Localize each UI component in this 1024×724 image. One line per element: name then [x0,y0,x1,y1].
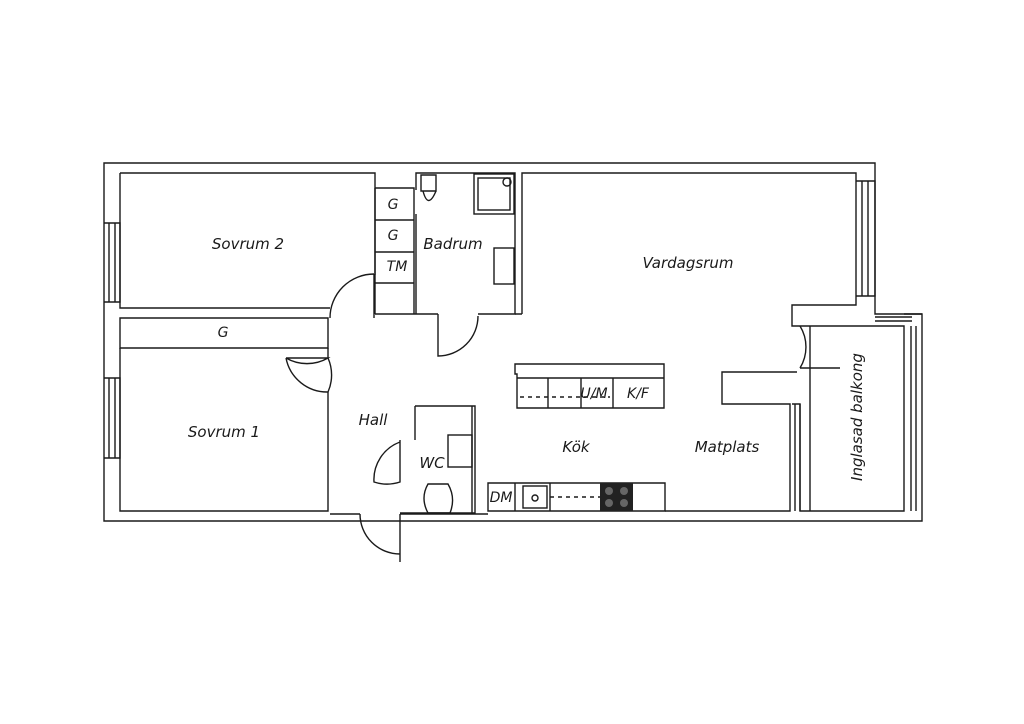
hall-walls [330,325,905,515]
stove-icon [600,483,633,511]
room-label-hall: Hall [358,411,388,429]
fixture-label-g2: G [387,228,399,244]
fixture-label-g1: G [387,197,399,213]
toilet-icon [420,174,454,514]
kitchen-island [514,363,665,409]
vardagsrum-walls [515,172,857,327]
fixture-label-g3: G [217,325,229,341]
room-label-badrum: Badrum [423,235,483,253]
room-label-vardagsrum: Vardagsrum [642,254,734,272]
shower-icon [473,173,515,215]
fixture-label-dm: DM [489,490,513,506]
fixture-label-tm: TM [386,259,408,275]
room-label-kok: Kök [562,438,590,456]
room-label-sovrum2: Sovrum 2 [211,235,285,253]
fixture-label-kf: K/F [627,386,649,402]
room-label-matplats: Matplats [694,438,760,456]
sink-icon [447,247,548,509]
closets [374,187,415,314]
badrum-walls [375,172,516,315]
door-swing-icon [285,273,840,562]
dashed-connection [520,396,610,498]
room-label-sovrum1: Sovrum 1 [187,423,261,441]
room-label-balkong: Inglasad balkong [848,353,866,481]
window-icon [104,180,922,511]
fixture-label-um: U/M [580,386,608,402]
room-label-wc: WC [419,454,445,472]
